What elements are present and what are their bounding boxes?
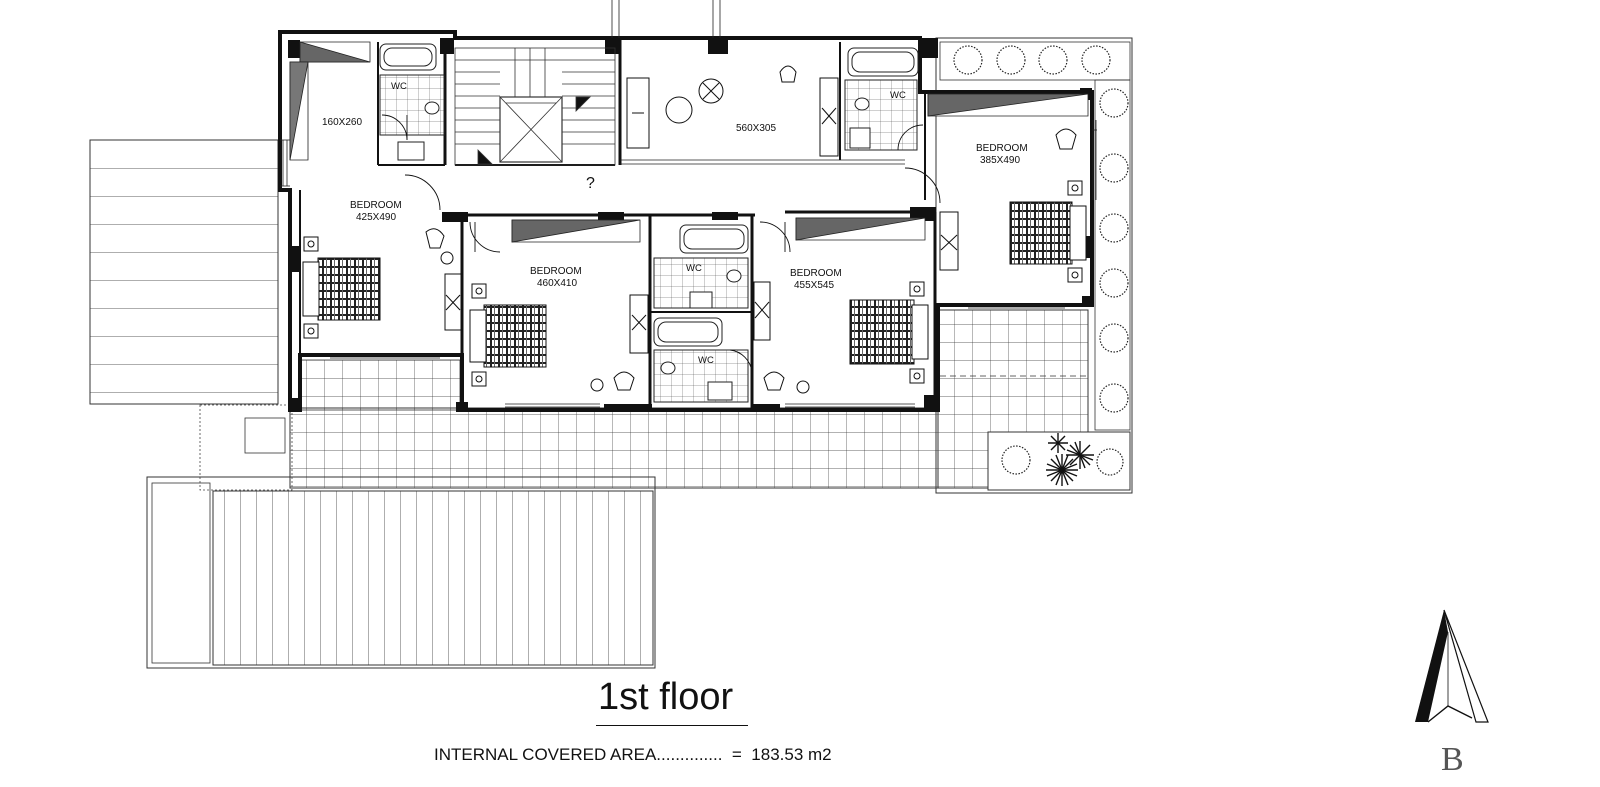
room-label-bedroom-c-name: BEDROOM [790, 268, 842, 279]
staircase [454, 47, 616, 166]
room-label-wc-1: WC [391, 81, 407, 92]
bottom-pergola [146, 476, 656, 669]
floor-title: 1st floor [598, 676, 734, 718]
doors [381, 114, 941, 373]
room-label-bedroom-b-size: 460X410 [537, 278, 577, 289]
palm-plants [1046, 433, 1094, 486]
room-label-bedroom-d-size: 385X490 [980, 155, 1020, 166]
area-label: INTERNAL COVERED AREA.............. [434, 745, 723, 764]
left-pergola [89, 139, 279, 405]
room-label-bedroom-a-size: 425X490 [356, 212, 396, 223]
beds [302, 201, 1087, 368]
room-label-bedroom-c-size: 455X545 [794, 280, 834, 291]
logo-letter: B [1441, 741, 1464, 778]
room-label-bedroom-a-name: BEDROOM [350, 200, 402, 211]
title-underline [596, 725, 748, 726]
windows [280, 0, 1097, 408]
nightstands [303, 180, 1083, 387]
room-label-hall-size: 560X305 [736, 123, 776, 134]
room-label-storage: 160X260 [322, 117, 362, 128]
room-label-wc-4: WC [698, 355, 714, 366]
room-label-bedroom-b-name: BEDROOM [530, 266, 582, 277]
furniture [425, 65, 1077, 394]
shrubs [953, 45, 1129, 476]
room-label-wc-2: WC [890, 90, 906, 101]
room-label-wc-3: WC [686, 263, 702, 274]
area-value: 183.53 m2 [751, 745, 832, 764]
room-label-hall-mark: ? [586, 175, 595, 192]
columns [288, 38, 1094, 412]
bathroom-fixtures [379, 43, 919, 403]
room-label-bedroom-d-name: BEDROOM [976, 143, 1028, 154]
wardrobes [289, 41, 1089, 243]
area-equals: = [731, 745, 742, 764]
area-summary: INTERNAL COVERED AREA.............. = 18… [434, 745, 832, 765]
terrace-bottom [199, 359, 939, 491]
architect-logo: B [1415, 609, 1489, 778]
